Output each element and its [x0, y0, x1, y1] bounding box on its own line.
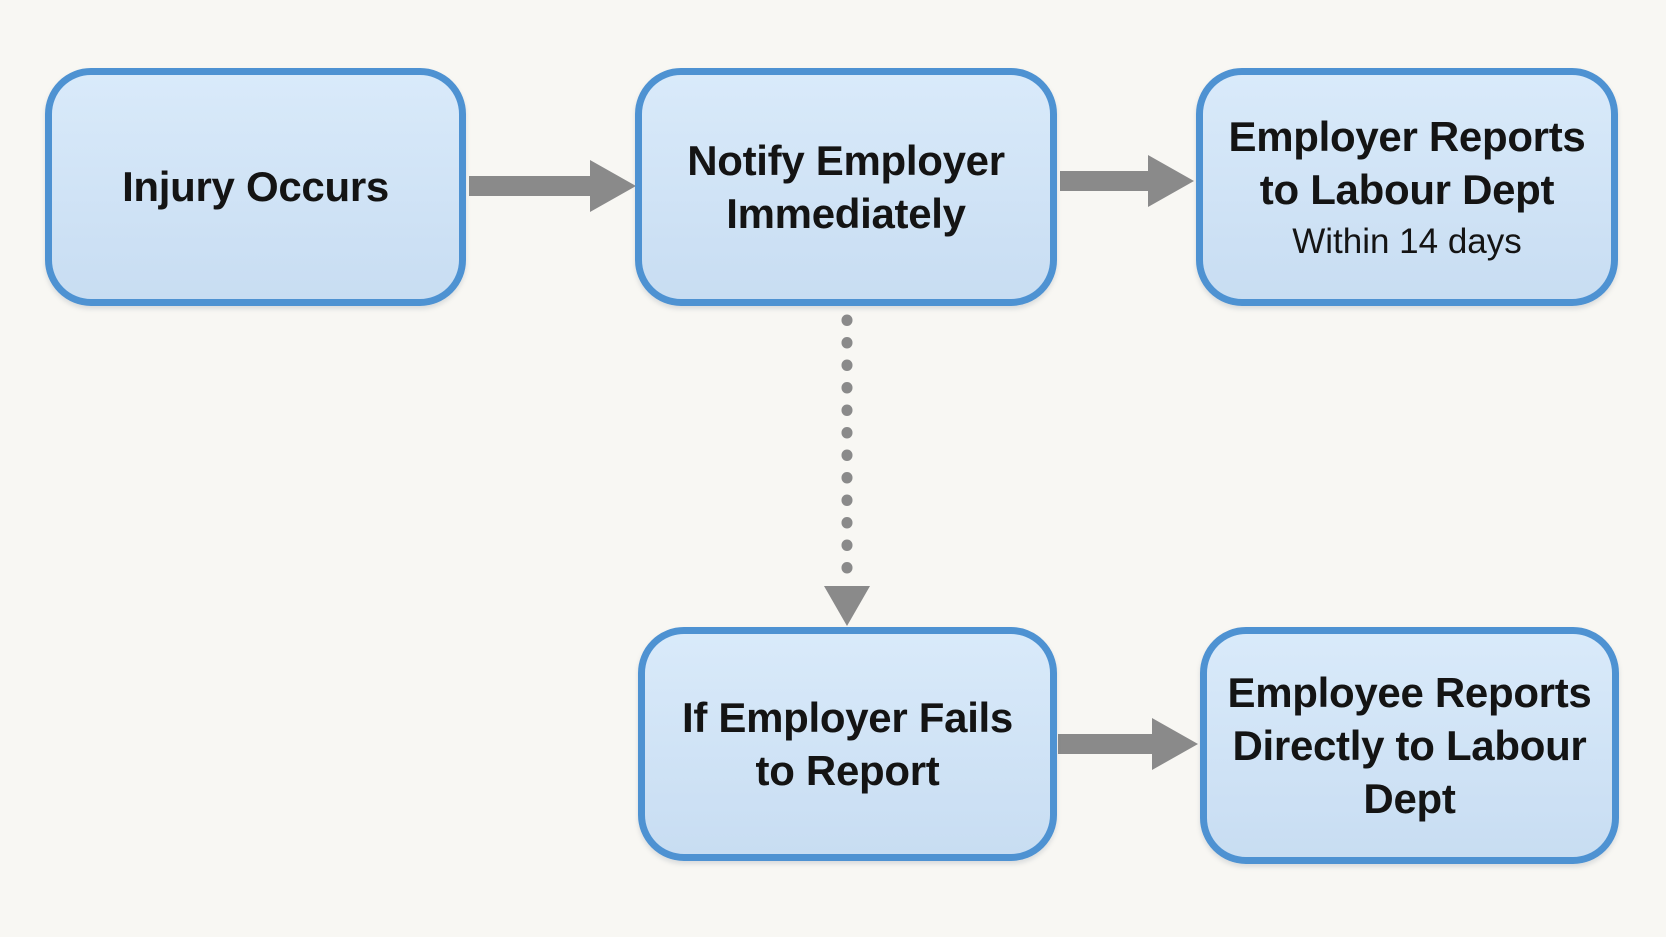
arrow-head-icon — [590, 160, 636, 212]
arrow-head-icon — [1148, 155, 1194, 207]
node-employer-reports: Employer Reports to Labour Dept Within 1… — [1196, 68, 1618, 306]
node-sublabel: Within 14 days — [1292, 222, 1522, 262]
arrow-head-icon — [1152, 718, 1198, 770]
node-employee-reports: Employee Reports Directly to Labour Dept — [1200, 627, 1619, 864]
node-label: Employee Reports Directly to Labour Dept — [1227, 668, 1592, 823]
arrow-head-icon — [824, 586, 870, 626]
node-label: Injury Occurs — [122, 163, 389, 211]
node-injury-occurs: Injury Occurs — [45, 68, 466, 306]
arrow-injury-to-notify — [469, 160, 636, 212]
node-employer-fails: If Employer Fails to Report — [638, 627, 1057, 861]
arrow-notify-to-employer-report — [1060, 155, 1194, 207]
arrow-fails-to-employee-report — [1058, 718, 1198, 770]
node-label: Employer Reports to Labour Dept — [1228, 112, 1586, 214]
node-label: If Employer Fails to Report — [681, 693, 1013, 794]
node-notify-employer: Notify Employer Immediately — [635, 68, 1057, 306]
dotted-arrow-notify-to-fails — [824, 314, 870, 626]
node-label: Notify Employer Immediately — [687, 136, 1005, 237]
